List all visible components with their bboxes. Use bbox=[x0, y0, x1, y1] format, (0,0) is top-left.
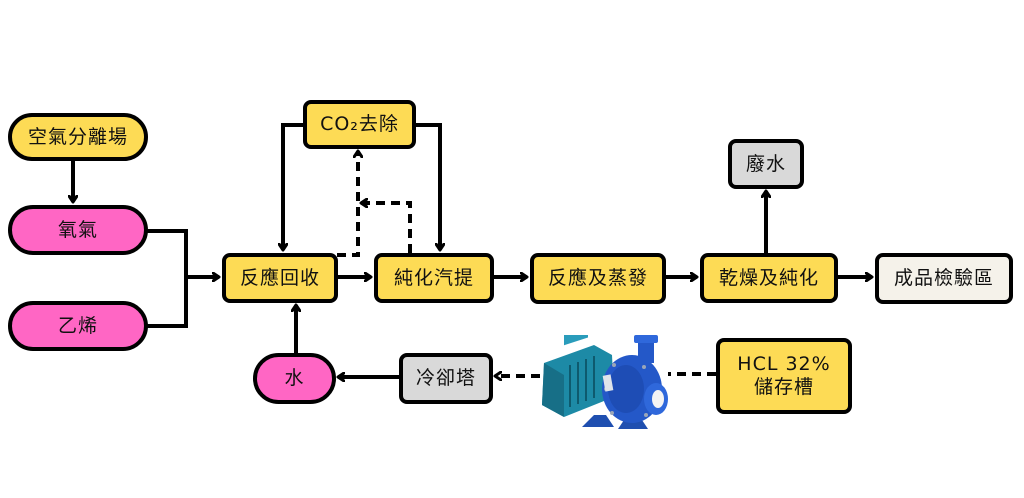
node-label: CO₂去除 bbox=[320, 113, 399, 136]
node-label: 純化汽提 bbox=[393, 266, 474, 289]
edge-reaction-to-co2-dashed bbox=[337, 151, 358, 257]
node-ethylene: 乙烯 bbox=[8, 301, 148, 351]
edge-oxygen-bracket bbox=[147, 229, 188, 328]
node-label: 反應回收 bbox=[239, 266, 320, 289]
node-reaction-evaporation: 反應及蒸發 bbox=[530, 253, 666, 304]
edge-purification-to-co2-dashed bbox=[361, 203, 412, 253]
edge-co2-to-reaction bbox=[283, 123, 303, 250]
node-label: 反應及蒸發 bbox=[547, 267, 648, 290]
node-label: 乾燥及純化 bbox=[718, 266, 819, 289]
node-label: 水 bbox=[284, 367, 305, 390]
centrifugal-pump-icon bbox=[542, 335, 668, 429]
node-label: 氧氣 bbox=[57, 218, 98, 241]
node-cooling-tower: 冷卻塔 bbox=[399, 353, 493, 404]
node-label: 廢水 bbox=[745, 152, 786, 175]
node-oxygen: 氧氣 bbox=[8, 205, 148, 255]
node-label: 成品檢驗區 bbox=[893, 267, 994, 290]
node-air-separation: 空氣分離場 bbox=[8, 113, 148, 161]
node-hcl-storage-tank: HCL 32% 儲存槽 bbox=[716, 338, 852, 414]
node-reaction-recovery: 反應回收 bbox=[222, 253, 338, 303]
edge-co2-to-purification bbox=[415, 123, 440, 250]
node-purification-stripping: 純化汽提 bbox=[374, 253, 494, 303]
node-wastewater: 廢水 bbox=[728, 139, 804, 189]
node-label: 空氣分離場 bbox=[27, 125, 128, 148]
node-label: 乙烯 bbox=[57, 314, 98, 337]
node-water: 水 bbox=[253, 353, 336, 404]
node-product-inspection: 成品檢驗區 bbox=[875, 253, 1013, 304]
node-drying-purification: 乾燥及純化 bbox=[700, 253, 838, 303]
node-label-line1: HCL 32% bbox=[737, 353, 831, 376]
node-label-line2: 儲存槽 bbox=[753, 376, 814, 398]
node-co2-removal: CO₂去除 bbox=[303, 100, 416, 149]
node-label: 冷卻塔 bbox=[415, 367, 476, 390]
